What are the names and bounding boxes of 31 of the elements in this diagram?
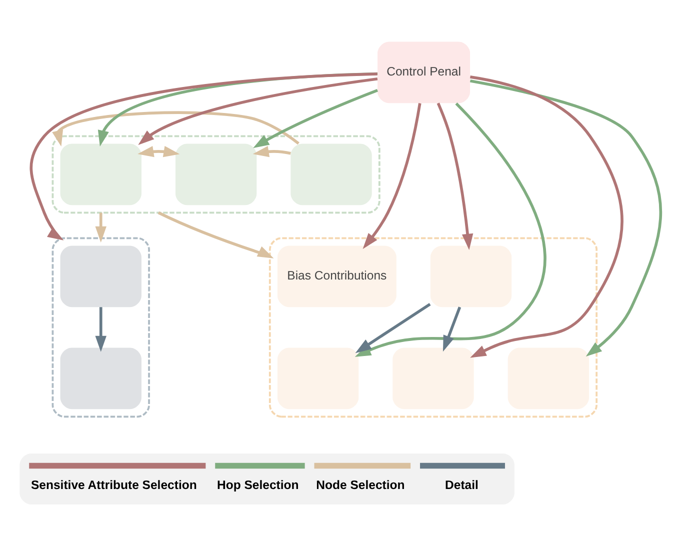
node-box: Control Penal (378, 42, 470, 104)
node-box (175, 144, 257, 206)
arrow (138, 77, 378, 146)
arrow (158, 211, 274, 258)
node-box (392, 348, 474, 410)
cluster (52, 237, 150, 418)
node-box (60, 348, 142, 410)
arrow (470, 80, 662, 357)
arrow (252, 146, 291, 158)
arrow (52, 111, 300, 147)
arrow (253, 88, 378, 148)
arrow (355, 303, 431, 354)
arrow (470, 76, 624, 358)
cluster (268, 237, 598, 418)
arrow (436, 102, 474, 250)
legend-label: Node Selection (316, 478, 405, 492)
arrow (95, 307, 106, 352)
node-box (60, 246, 142, 308)
node-box (508, 348, 590, 410)
node-box: Bias Contributions (277, 246, 396, 308)
arrow (95, 212, 106, 242)
arrow (138, 146, 180, 158)
legend-label: Sensitive Attribute Selection (30, 478, 197, 492)
legend-label: Hop Selection (217, 478, 299, 492)
arrow (442, 306, 462, 352)
node-box (277, 348, 359, 410)
node-box (60, 144, 142, 206)
legend-label: Detail (445, 478, 478, 492)
arrow (362, 103, 422, 250)
node-box (430, 246, 512, 308)
node-box (290, 144, 372, 206)
